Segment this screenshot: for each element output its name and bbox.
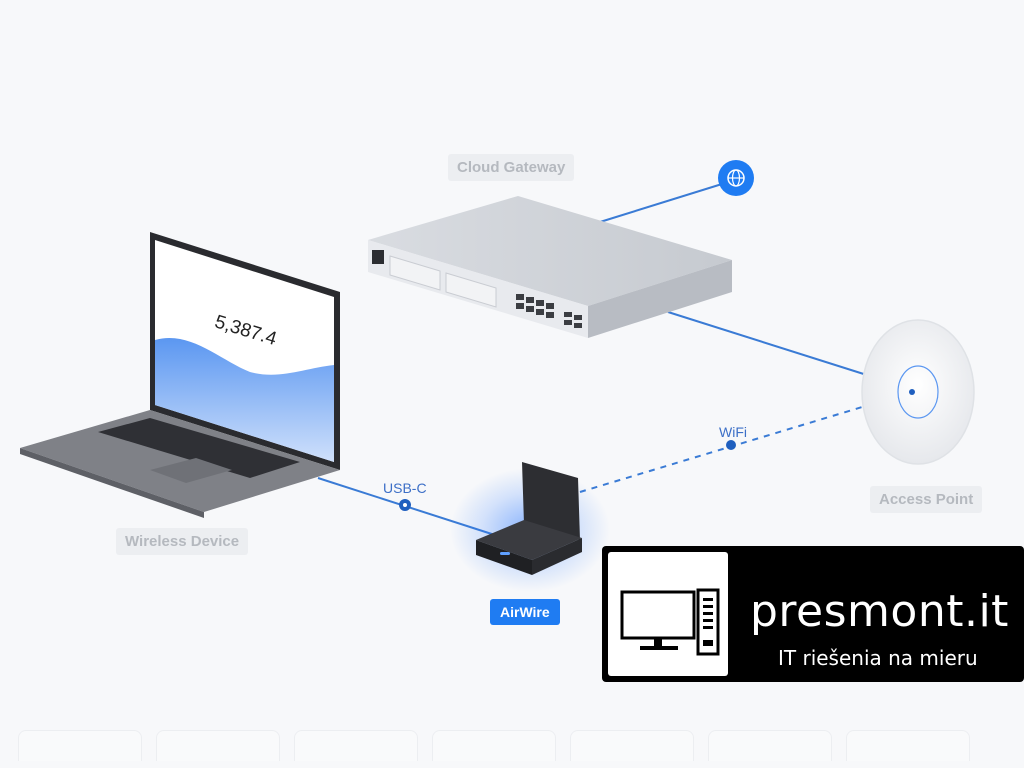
wifi-connector-dot	[726, 440, 736, 450]
brand-logo	[608, 552, 728, 676]
usb-c-link-label: USB-C	[383, 480, 427, 496]
bottom-tile	[156, 730, 280, 761]
brand-name: presmont.it	[750, 586, 1009, 637]
bottom-tile	[846, 730, 970, 761]
cloud-gateway-device	[368, 196, 732, 338]
link-wifi	[579, 391, 913, 493]
link-gateway-accesspoint	[667, 311, 871, 377]
bottom-tile	[18, 730, 142, 761]
link-gateway-internet	[599, 183, 723, 223]
access-point-label: Access Point	[870, 486, 983, 513]
cloud-gateway-label: Cloud Gateway	[448, 154, 575, 181]
brand-tagline: IT riešenia na mieru	[778, 646, 978, 670]
wifi-link-label: WiFi	[719, 424, 747, 440]
bottom-tab-strip	[0, 730, 1024, 768]
airwire-device	[450, 462, 610, 592]
airwire-label: AirWire	[490, 599, 560, 625]
bottom-tile	[294, 730, 418, 761]
globe-icon	[718, 160, 754, 196]
ethernet-ports	[516, 294, 582, 328]
laptop-device: 5,387.4	[20, 232, 340, 518]
brand-banner: presmont.it IT riešenia na mieru	[602, 546, 1024, 682]
bottom-tile	[570, 730, 694, 761]
bottom-tile	[708, 730, 832, 761]
wireless-device-label: Wireless Device	[116, 528, 249, 555]
access-point-device	[861, 319, 975, 465]
computer-tower-icon	[620, 588, 720, 656]
bottom-tile	[432, 730, 556, 761]
